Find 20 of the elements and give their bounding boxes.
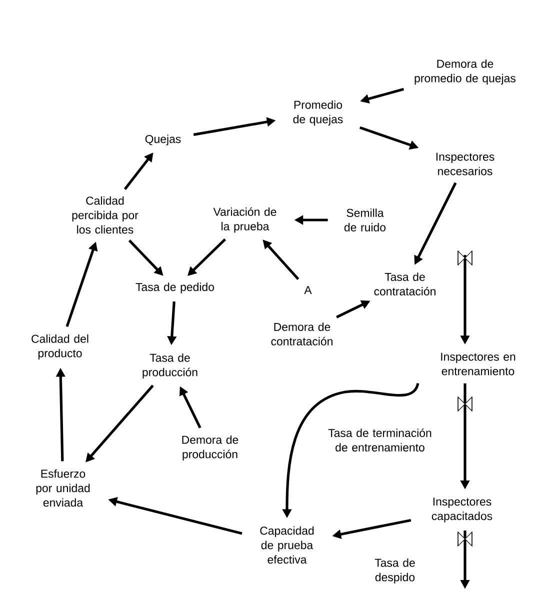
variable-label: Promedio de quejas xyxy=(293,100,343,126)
variable-label: A xyxy=(304,286,312,294)
variable-label: Inspectores capacitados xyxy=(432,498,492,522)
variable-label: Quejas xyxy=(145,134,181,146)
variable-label: Variación de la prueba xyxy=(213,207,276,233)
variable-label: Tasa de terminación de entrenamiento xyxy=(328,428,432,452)
variable-label: Calidad del producto xyxy=(32,334,88,360)
variable-label: Semilla de ruido xyxy=(344,208,386,232)
variable-label: Tasa de despido xyxy=(374,558,415,584)
variable-label: Esfuerzo por unidad enviada xyxy=(36,469,90,507)
variable-label: Tasa de producción xyxy=(142,353,198,379)
variable-label: Tasa de pedido xyxy=(136,282,214,294)
variable-label: Demora de promedio de quejas xyxy=(414,59,516,85)
variable-label: Inspectores en entrenamiento xyxy=(441,352,516,376)
variable-label: Inspectores necesarios xyxy=(436,152,494,176)
variable-label: Tasa de contratación xyxy=(374,272,436,296)
variable-label: Calidad percibida por los clientes xyxy=(72,196,138,234)
variable-label: Capacidad de prueba efectiva xyxy=(260,526,314,564)
variable-label: Demora de producción xyxy=(182,435,238,461)
variable-label: Demora de contratación xyxy=(271,322,332,346)
